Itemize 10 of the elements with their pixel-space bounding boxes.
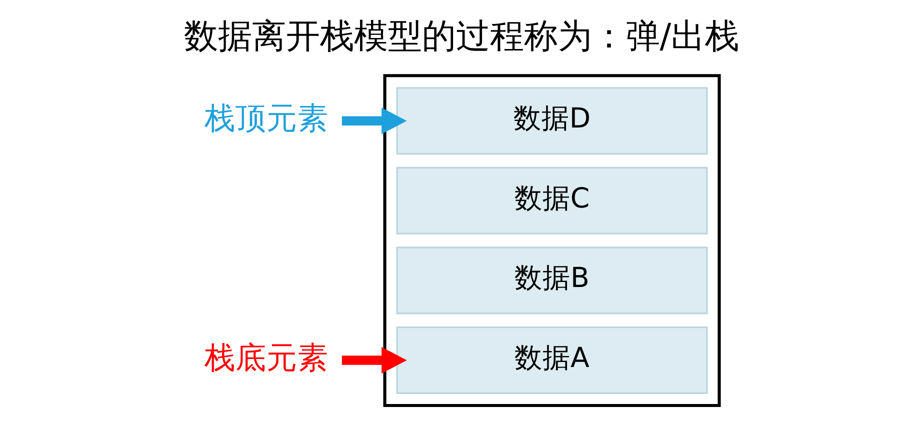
node-box: 数据B xyxy=(396,246,708,314)
arrow xyxy=(342,346,407,374)
node-text: 栈顶元素 xyxy=(204,102,329,137)
arrow xyxy=(342,108,407,134)
diagram-title: 数据离开栈模型的过程称为：弹/出栈 xyxy=(184,16,740,56)
node-text: 栈底元素 xyxy=(204,340,329,376)
node-box: 数据A xyxy=(396,326,708,394)
node-box: 数据D xyxy=(396,87,708,155)
cluster xyxy=(383,74,721,408)
node-box: 数据C xyxy=(396,166,708,234)
